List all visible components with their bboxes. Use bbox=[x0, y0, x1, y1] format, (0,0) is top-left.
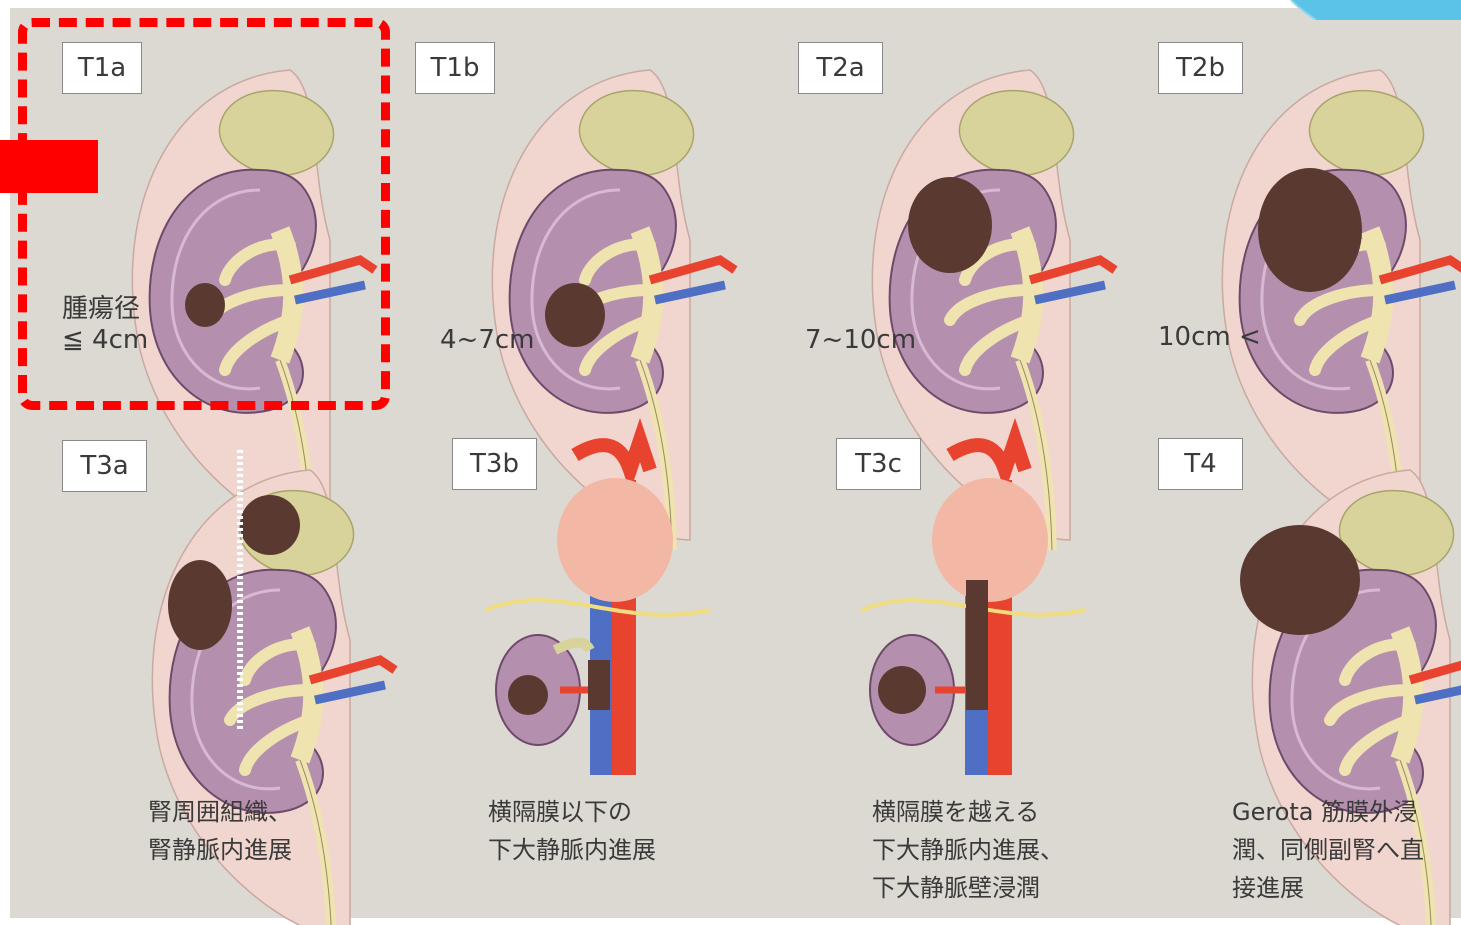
desc-t3b-line2: 下大静脈内進展 bbox=[488, 831, 656, 869]
stage-label-t3a: T3a bbox=[62, 440, 147, 492]
stage-label-t3c: T3c bbox=[836, 438, 921, 490]
desc-t4-line1: Gerota 筋膜外浸 bbox=[1232, 793, 1417, 831]
size-label-t2a: 7~10cm bbox=[805, 325, 916, 355]
stage-label-t4: T4 bbox=[1158, 438, 1243, 490]
desc-t3c-line3: 下大静脈壁浸潤 bbox=[872, 869, 1040, 907]
highlight-box-t1a bbox=[18, 18, 390, 410]
desc-t3a-line1: 腎周囲組織、 bbox=[148, 793, 292, 831]
desc-t4-line3: 接進展 bbox=[1232, 869, 1304, 907]
red-pointer-marker bbox=[0, 140, 98, 193]
desc-t3c-line2: 下大静脈内進展、 bbox=[872, 831, 1064, 869]
stage-label-t1b: T1b bbox=[415, 42, 495, 94]
desc-t4-line2: 潤、同側副腎へ直 bbox=[1232, 831, 1424, 869]
size-label-t1b: 4~7cm bbox=[440, 325, 535, 355]
size-label-t2b: 10cm < bbox=[1158, 322, 1261, 352]
stage-label-t2b: T2b bbox=[1158, 42, 1243, 94]
desc-t3c-line1: 横隔膜を越える bbox=[872, 793, 1039, 831]
kidney-t2b bbox=[1222, 70, 1461, 550]
stage-label-t2a: T2a bbox=[798, 42, 883, 94]
desc-t3a-line2: 腎静脈内進展 bbox=[148, 831, 292, 869]
desc-t3b-line1: 横隔膜以下の bbox=[488, 793, 632, 831]
stage-label-t3b: T3b bbox=[452, 438, 537, 490]
